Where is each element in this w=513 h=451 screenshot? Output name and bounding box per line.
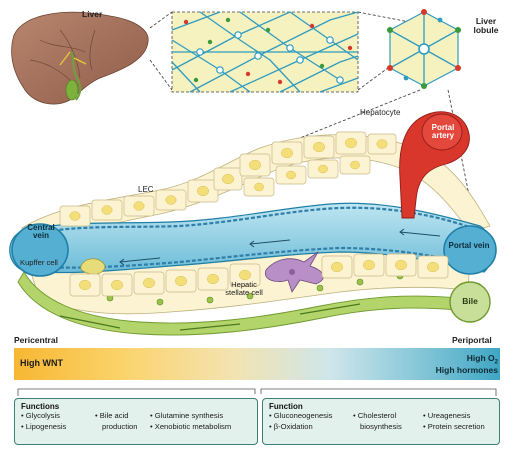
- label-portal-vein: Portal vein: [448, 241, 490, 250]
- hepatocyte-nucleus: [395, 259, 407, 271]
- hepatocyte-nucleus: [376, 139, 388, 149]
- label-hepatic-stellate-cell: Hepatic stellate cell: [225, 280, 263, 297]
- label-high-o2-text: High O: [466, 353, 495, 363]
- pericentral-item-glutamine: • Glutamine synthesis: [150, 411, 224, 420]
- hepatocyte-nucleus: [331, 261, 343, 273]
- hepatocyte-nucleus: [165, 195, 177, 205]
- pericentral-item-glycolysis: • Glycolysis: [21, 411, 60, 420]
- label-hepatocyte: Hepatocyte: [360, 108, 401, 117]
- pericentral-functions-box: Functions • Glycolysis • Lipogenesis • B…: [14, 398, 258, 445]
- hepatocyte-nucleus: [111, 279, 123, 291]
- label-kupffer-cell: Kupffer cell: [20, 258, 58, 267]
- label-high-hormones: High hormones: [435, 365, 498, 375]
- hepatocyte-nucleus: [207, 273, 219, 285]
- periportal-item-ureagenesis: • Ureagenesis: [423, 411, 471, 420]
- hepatocyte-nucleus: [281, 147, 293, 159]
- label-central-vein: Central vein: [27, 223, 55, 241]
- label-o2-subscript: 2: [494, 359, 498, 366]
- hepatocyte-nucleus: [143, 277, 155, 289]
- pericentral-heading: Functions: [21, 402, 60, 411]
- pericentral-item-xenobiotic: • Xenobiotic metabolism: [150, 422, 232, 431]
- label-pericentral: Pericentral: [14, 335, 58, 345]
- label-liver: Liver: [82, 9, 103, 19]
- hepatocyte-nucleus: [133, 201, 145, 211]
- periportal-item-cholesterol: • Cholesterol: [353, 411, 397, 420]
- hepatocyte-nucleus: [350, 160, 360, 170]
- hepatocyte-nucleus: [313, 141, 325, 153]
- periportal-item-beta-oxidation: • β-Oxidation: [269, 422, 313, 431]
- hepatocyte-nucleus: [363, 259, 375, 271]
- label-lec: LEC: [138, 185, 154, 194]
- label-high-o2: High O2: [440, 354, 498, 366]
- hepatocyte-nucleus: [197, 185, 209, 197]
- hepatocyte-nucleus: [286, 170, 296, 180]
- pericentral-item-bile-acid-production: production: [102, 422, 138, 431]
- liver-lobule-hexagon: [387, 9, 461, 89]
- zonation-gradient-bar: [14, 348, 500, 380]
- label-liver-lobule: Liver lobule: [473, 16, 499, 35]
- periportal-item-cholesterol-biosynthesis: biosynthesis: [360, 422, 402, 431]
- hepatocyte-nucleus: [101, 205, 113, 215]
- pericentral-item-bile-acid: • Bile acid: [95, 411, 129, 420]
- label-bile: Bile: [462, 296, 478, 306]
- hepatocyte-nucleus: [254, 182, 264, 192]
- periportal-functions-box: Function • Gluconeogenesis • β-Oxidation…: [262, 398, 500, 445]
- hepatocyte-nucleus: [249, 159, 261, 171]
- lobule-grid: [171, 11, 359, 93]
- label-portal-artery: Portal artery: [431, 123, 455, 141]
- periportal-heading: Function: [269, 402, 303, 411]
- hepatocyte-nucleus: [79, 279, 91, 291]
- periportal-item-gluconeogenesis: • Gluconeogenesis: [269, 411, 333, 420]
- hepatocyte-nucleus: [69, 211, 81, 221]
- label-periportal: Periportal: [452, 335, 492, 345]
- hepatocyte-nucleus: [318, 164, 328, 174]
- label-high-wnt: High WNT: [20, 358, 63, 368]
- hepatocyte-nucleus: [239, 269, 251, 281]
- hepatocyte-nucleus: [175, 275, 187, 287]
- liver-organ: [11, 11, 149, 105]
- hepatocyte-nucleus: [427, 261, 439, 273]
- hepatocyte-nucleus: [345, 137, 357, 149]
- pericentral-item-lipogenesis: • Lipogenesis: [21, 422, 67, 431]
- periportal-item-protein-secretion: • Protein secretion: [423, 422, 485, 431]
- hepatocyte-nucleus: [222, 173, 234, 185]
